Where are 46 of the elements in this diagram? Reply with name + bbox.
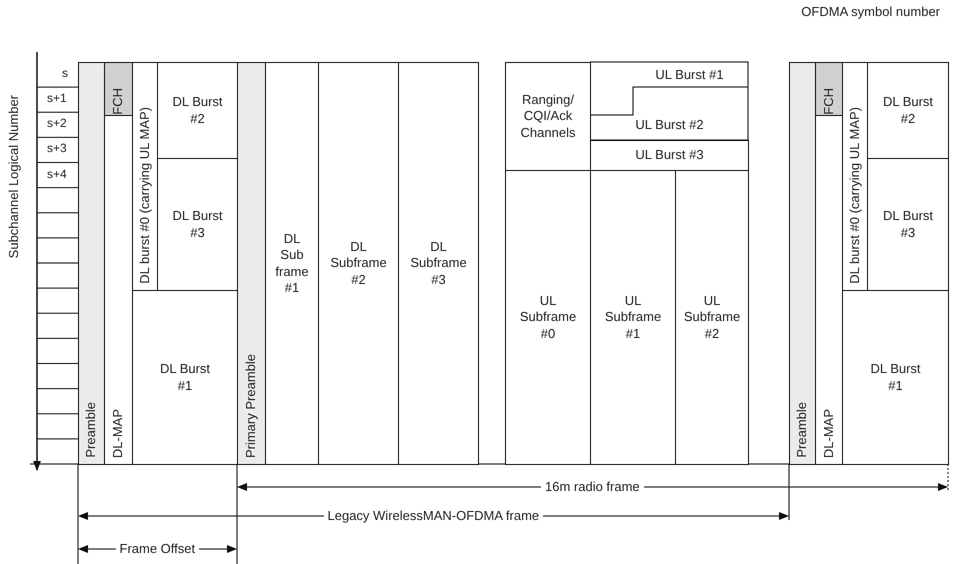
dl-burst-block — [867, 62, 949, 159]
fch-block — [815, 62, 843, 116]
dl-subframe-column — [265, 62, 319, 465]
dl-burst-block — [842, 290, 949, 465]
dimension-label: Legacy WirelessMAN-OFDMA frame — [324, 508, 544, 523]
dl-subframe-column — [398, 62, 479, 465]
ul-subframe-column — [505, 170, 591, 465]
block-label: Ranging/ CQI/Ack Channels — [520, 92, 576, 141]
block-label: UL Burst #1 — [654, 66, 724, 84]
block-label: DL Subframe #3 — [409, 239, 468, 288]
block-label: DL Burst #3 — [882, 208, 934, 241]
ul-burst-block — [590, 140, 749, 171]
row-label: s+3 — [46, 141, 68, 156]
block-label: FCH — [110, 88, 126, 115]
block-label: DL Sub frame #1 — [275, 231, 309, 296]
block-label: DL-MAP — [820, 408, 837, 458]
block-label: DL Burst #2 — [171, 94, 224, 127]
block-label: UL Subframe #1 — [604, 293, 662, 342]
block-label: DL-MAP — [110, 408, 126, 458]
fch-block — [104, 62, 133, 116]
block-label: UL Subframe #2 — [682, 293, 742, 342]
block-label: DL Burst #3 — [171, 208, 224, 241]
block-label: Preamble — [83, 402, 100, 458]
block-label: DL Burst #1 — [158, 361, 212, 394]
dimension-label: 16m radio frame — [541, 479, 644, 494]
block-label: DL burst #0 (carrying UL MAP) — [846, 107, 863, 284]
block-label: UL Subframe #0 — [518, 293, 578, 342]
preamble-column — [789, 62, 816, 465]
dl-subframe-column — [318, 62, 399, 465]
block-label: DL burst #0 (carrying UL MAP) — [136, 107, 153, 284]
block-label: UL Burst #2 — [635, 116, 704, 134]
block-label: DL Burst #1 — [869, 361, 922, 394]
primary-preamble-column — [237, 62, 266, 465]
row-label: s+1 — [46, 91, 68, 106]
row-label: s+4 — [46, 166, 68, 180]
row-label: s — [61, 66, 69, 80]
block-label: UL Burst #3 — [635, 147, 704, 164]
block-label: FCH — [820, 88, 837, 115]
dimension-label: Frame Offset — [116, 541, 200, 556]
row-label: s+2 — [46, 116, 68, 130]
preamble-column — [78, 62, 105, 465]
block-label: Primary Preamble — [243, 354, 260, 458]
block-label: DL Burst #2 — [882, 94, 934, 127]
block-label: Preamble — [794, 402, 810, 458]
ul-subframe-column — [675, 170, 749, 465]
block-label: DL Subframe #2 — [329, 239, 388, 288]
